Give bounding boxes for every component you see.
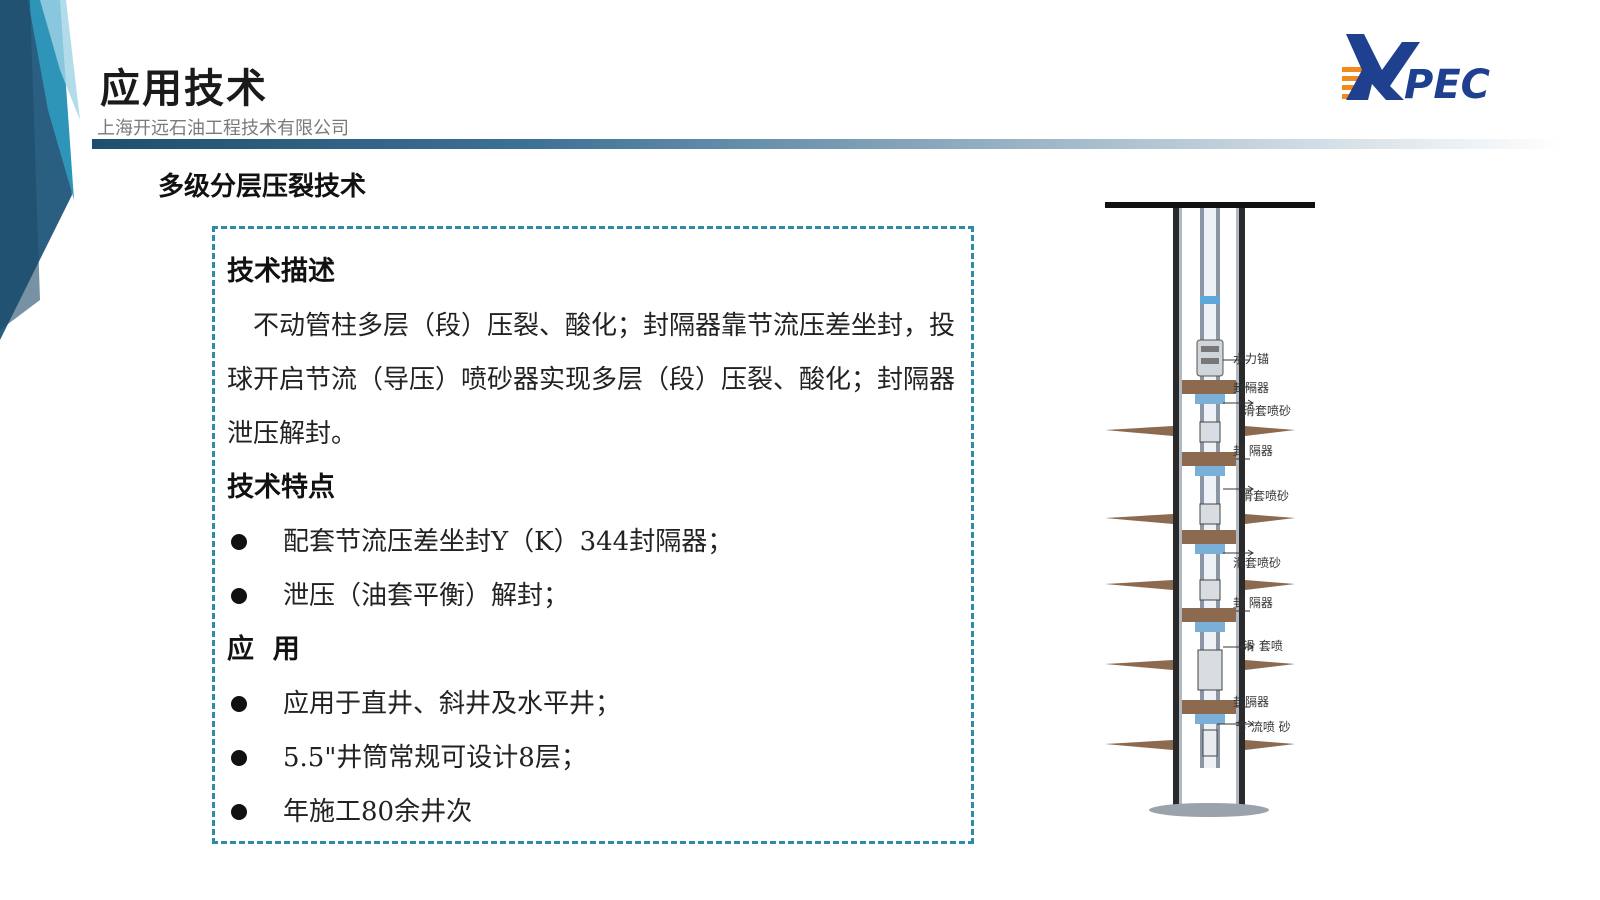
perforations (1105, 426, 1295, 750)
features-heading: 技术特点 (227, 472, 335, 503)
label-sleeve-1: 滑套喷砂 (1243, 404, 1292, 418)
list-item: 5.5"井筒常规可设计8层； (227, 731, 959, 785)
wellbore-diagram: 水力锚 封隔器 滑套喷砂 封 隔器 滑套喷砂 滑套喷砂 封 隔器 滑 套喷 封隔… (1105, 200, 1345, 840)
packer-5 (1182, 700, 1236, 724)
description-text: 不动管柱多层（段）压裂、酸化；封隔器靠节流压差坐封，投球开启节流（导压）喷砂器实… (227, 311, 956, 449)
list-item: 年施工80余井次 (227, 785, 959, 839)
label-hydraulic-anchor: 水力锚 (1233, 352, 1270, 366)
packer-2 (1182, 452, 1236, 476)
label-sleeve-4: 滑 套喷 (1243, 639, 1283, 653)
label-sleeve-3: 滑套喷砂 (1233, 556, 1282, 570)
bullet-icon (231, 696, 247, 712)
technology-content-box: 技术描述 不动管柱多层（段）压裂、酸化；封隔器靠节流压差坐封，投球开启节流（导压… (212, 226, 974, 844)
label-packer-3: 封 隔器 (1233, 596, 1273, 610)
bullet-icon (231, 804, 247, 820)
wellbore-drawing (1105, 202, 1315, 817)
applications-list: 应用于直井、斜井及水平井； 5.5"井筒常规可设计8层； 年施工80余井次 (227, 677, 959, 839)
packer-3 (1182, 530, 1236, 554)
label-packer-2: 封 隔器 (1233, 444, 1273, 458)
logo-text: PEC (1404, 62, 1490, 106)
company-name: 上海开远石油工程技术有限公司 (97, 118, 349, 139)
packer-4 (1182, 608, 1236, 632)
application-heading: 应 用 (227, 634, 300, 665)
list-item: 配套节流压差坐封Y（K）344封隔器； (227, 515, 959, 569)
label-sleeve-2: 滑套喷砂 (1241, 489, 1290, 503)
corner-decoration (0, 0, 80, 340)
section-title: 多级分层压裂技术 (158, 172, 367, 202)
packer-1 (1182, 380, 1236, 404)
list-item: 泄压（油套平衡）解封； (227, 569, 959, 623)
company-logo: PEC (1342, 34, 1490, 106)
header-divider-bar (92, 139, 1562, 149)
description-heading: 技术描述 (227, 256, 335, 287)
list-item: 应用于直井、斜井及水平井； (227, 677, 959, 731)
bullet-icon (231, 588, 247, 604)
label-throttle-sand-blaster: 节 流喷 砂 (1235, 720, 1291, 734)
features-list: 配套节流压差坐封Y（K）344封隔器； 泄压（油套平衡）解封； (227, 515, 959, 623)
label-packer-1: 封隔器 (1233, 381, 1270, 395)
bullet-icon (231, 750, 247, 766)
label-packer-4: 封隔器 (1233, 695, 1270, 709)
bullet-icon (231, 534, 247, 550)
page-title: 应用技术 (100, 66, 268, 112)
